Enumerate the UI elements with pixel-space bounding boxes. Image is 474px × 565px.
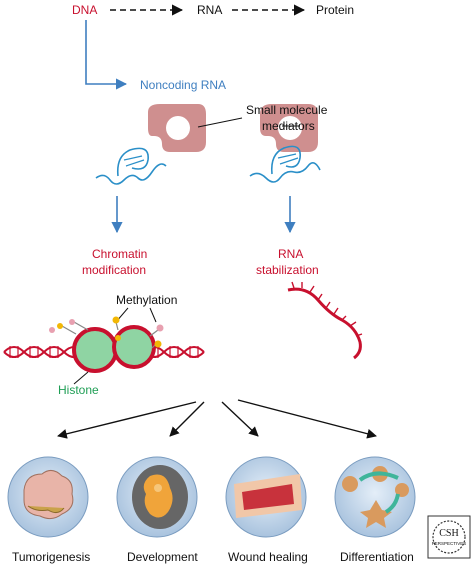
mediators-label-line2: mediators xyxy=(262,119,315,133)
protein-label: Protein xyxy=(316,3,354,17)
stabilized-rna-strand xyxy=(287,281,363,360)
fan-arrow-development xyxy=(169,401,205,437)
chromatin-label-line2: modification xyxy=(82,263,146,277)
histone-label: Histone xyxy=(58,383,99,397)
outcome-label-tumorigenesis: Tumorigenesis xyxy=(12,550,90,564)
chromatin-label-line1: Chromatin xyxy=(92,247,147,261)
rna-label: RNA xyxy=(197,3,222,17)
noncoding-branch-arrow xyxy=(85,20,128,90)
methylation-label: Methylation xyxy=(116,293,177,307)
fan-arrow-wound-healing xyxy=(221,401,259,437)
csh-logo: CSH PERSPECTIVES xyxy=(427,515,471,559)
outcome-label-differentiation: Differentiation xyxy=(340,550,414,564)
wound-healing-illustration xyxy=(225,456,307,538)
dna-label: DNA xyxy=(72,3,97,17)
rna-stab-label-line1: RNA xyxy=(278,247,303,261)
rna-stab-label-line2: stabilization xyxy=(256,263,319,277)
histone-1 xyxy=(72,327,118,373)
fan-arrow-tumorigenesis xyxy=(57,401,197,439)
differentiation-illustration xyxy=(334,456,416,538)
noncoding-label: Noncoding RNA xyxy=(140,78,226,92)
mediators-label-line1: Small molecule xyxy=(246,103,328,117)
methyl-groups xyxy=(49,316,164,349)
mediator-complex-left xyxy=(95,104,206,185)
development-illustration xyxy=(116,456,198,538)
outcome-label-wound-healing: Wound healing xyxy=(228,550,308,564)
mediator-complex-right xyxy=(249,104,321,183)
logo-text-line2: PERSPECTIVES xyxy=(432,541,467,546)
outcome-label-development: Development xyxy=(127,550,198,564)
mediator-leader-left xyxy=(197,117,243,128)
histone-2 xyxy=(112,325,156,369)
tumorigenesis-illustration xyxy=(7,456,89,538)
logo-text-line1: CSH xyxy=(439,528,458,539)
fan-arrow-differentiation xyxy=(237,399,377,439)
